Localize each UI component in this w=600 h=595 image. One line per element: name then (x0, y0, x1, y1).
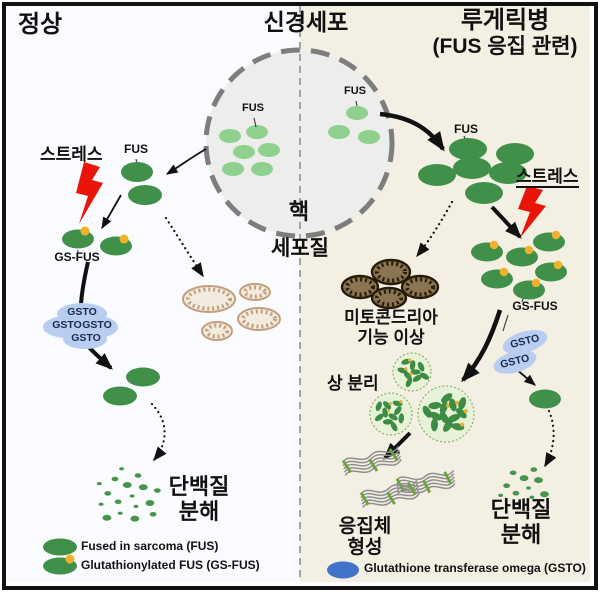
degraded-protein-dots-left (96, 467, 161, 522)
gsfus-label-right: GS-FUS (512, 299, 558, 313)
title-disease-line2: (FUS 응집 관련) (432, 35, 578, 58)
fus-label-nucleus-left: FUS (242, 102, 264, 114)
gsto-cloud-text-2: GSTO (52, 319, 82, 331)
gsto-cloud (43, 303, 118, 349)
legend-gsto-swatch (327, 561, 359, 579)
title-normal: 정상 (18, 11, 63, 38)
legend-fus-swatch (43, 538, 77, 556)
stress-lightning-icon-left (76, 162, 103, 224)
mito-dysfunction-line2: 기능 이상 (357, 328, 425, 347)
gsto-cloud-text-3: GSTO (82, 319, 112, 331)
droplet-inner-fus (374, 358, 468, 432)
fus-label-right: FUS (454, 122, 478, 136)
title-disease-line1: 루게릭병 (460, 7, 550, 34)
mitochondria-group (182, 258, 440, 341)
gsto-cloud-text-4: GSTO (71, 332, 101, 344)
aggregate-label-line1: 응집체 (338, 516, 392, 537)
gsfus-label-left: GS-FUS (54, 250, 100, 264)
degradation-right-line1: 단백질 (490, 497, 552, 522)
thick-arrows (79, 111, 522, 460)
gsto-ovals-right (493, 330, 548, 374)
stress-label-right: 스트레스 (516, 167, 579, 188)
legend-fus-label: Fused in sarcoma (FUS) (81, 539, 219, 553)
mito-dysfunction-line1: 미토콘드리아 (344, 308, 438, 327)
fus-label-nucleus-right: FUS (344, 85, 366, 97)
nucleus-label: 핵 (288, 199, 310, 224)
legend-gsto-label: Glutathione transferase omega (GSTO) (364, 561, 586, 575)
legend-gsfus-label: Glutathionylated FUS (GS-FUS) (81, 558, 260, 572)
fus-ovals-right (418, 138, 561, 409)
fus-label-left: FUS (124, 142, 148, 156)
degradation-left-line2: 분해 (178, 499, 220, 524)
stress-lightning-icon-right (518, 186, 546, 238)
aggregate-fibrils (341, 446, 456, 508)
degradation-right-line2: 분해 (500, 522, 542, 547)
dotted-arrows (150, 200, 557, 468)
gsto-cloud-text-1: GSTO (67, 306, 97, 318)
gsfus-ovals-left (62, 226, 132, 256)
cytoplasm-label: 세포질 (271, 237, 329, 260)
nuclear-fus-ovals (219, 106, 380, 176)
stress-label-left: 스트레스 (40, 145, 103, 164)
title-neuron: 신경세포 (263, 9, 349, 35)
legend-gsfus-swatch (43, 554, 77, 575)
aggregate-label-line2: 형성 (347, 537, 383, 558)
gsfus-ovals-right (471, 230, 567, 300)
degradation-left-line1: 단백질 (168, 474, 230, 499)
phase-separation-label: 상 분리 (327, 374, 379, 393)
degraded-protein-dots-right (498, 467, 549, 506)
fus-ovals-left (103, 162, 162, 406)
